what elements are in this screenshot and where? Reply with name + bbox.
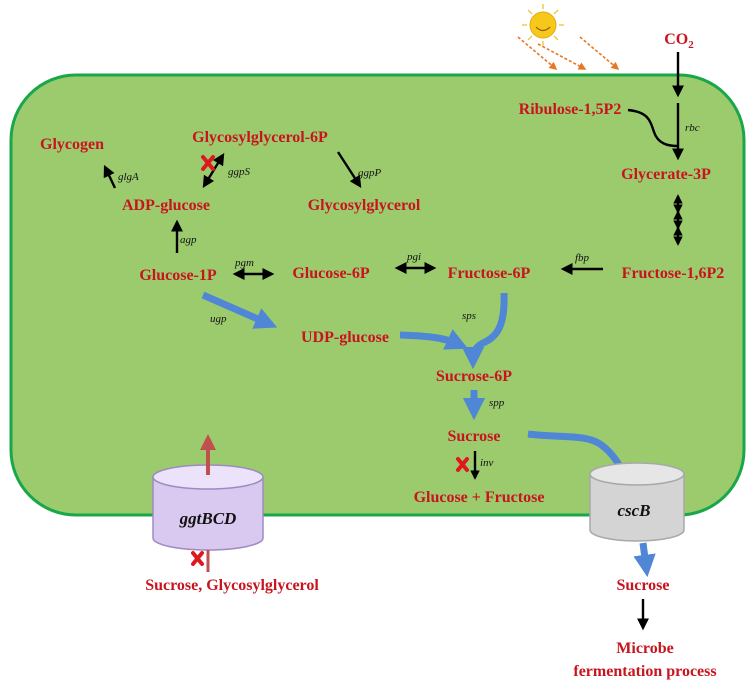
cell-membrane [9, 73, 746, 517]
co2-label: CO2 [664, 31, 694, 51]
exported-sucrose-label: Sucrose [616, 577, 669, 594]
glc-fru-label: Glucose + Fructose [414, 489, 545, 506]
fermentation-label: fermentation process [573, 663, 716, 680]
knockout-x-icon [191, 551, 204, 566]
ggpp-arrow [336, 151, 362, 189]
pgi-label: pgi [406, 251, 421, 263]
sun-icon [522, 4, 564, 46]
ggtbcd-label: ggtBCD [179, 509, 237, 528]
cscb-transporter: cscB [589, 462, 685, 542]
import-substrates-label: Sucrose, Glycosylglycerol [145, 577, 319, 594]
udp-to-sps-arrow [399, 329, 469, 350]
export-arrow [633, 542, 656, 578]
gg-label: Glycosylglycerol [308, 197, 421, 214]
glycogen-label: Glycogen [40, 136, 104, 153]
ugp-arrow [201, 291, 278, 329]
sucrose-label: Sucrose [447, 428, 500, 445]
ribulose-join [627, 108, 679, 148]
cscb-label: cscB [617, 501, 650, 520]
udp-glucose-label: UDP-glucose [301, 329, 389, 346]
fbp-label: fbp [575, 252, 590, 264]
gg6p-label: Glycosylglycerol-6P [192, 129, 328, 146]
fructose16p2-label: Fructose-1,6P2 [622, 265, 725, 282]
ggtbcd-transporter: ggtBCD [152, 464, 264, 551]
rbc-label: rbc [685, 122, 700, 134]
sps-label: sps [462, 310, 476, 322]
spp-label: spp [489, 397, 505, 409]
ggpp-label: ggpP [358, 167, 382, 179]
agp-label: agp [180, 234, 197, 246]
fructose6p-label: Fructose-6P [448, 265, 531, 282]
glucose1p-label: Glucose-1P [139, 267, 217, 284]
glga-arrow [103, 164, 117, 189]
glucose6p-label: Glucose-6P [292, 265, 370, 282]
light-rays [517, 36, 620, 71]
ribulose-label: Ribulose-1,5P2 [519, 101, 622, 118]
knockout-x-icon [201, 155, 215, 171]
inv-label: inv [480, 457, 494, 469]
sps-arrow [461, 292, 508, 370]
glycerate-label: Glycerate-3P [621, 166, 711, 183]
ggps-label: ggpS [228, 166, 251, 178]
adp-glucose-label: ADP-glucose [122, 197, 210, 214]
sucrose6p-label: Sucrose-6P [436, 368, 512, 385]
pgm-label: pgm [234, 257, 254, 269]
microbe-label: Microbe [616, 640, 673, 657]
knockout-x-icon [456, 457, 469, 472]
glga-label: glgA [118, 171, 139, 183]
ugp-label: ugp [210, 313, 227, 325]
